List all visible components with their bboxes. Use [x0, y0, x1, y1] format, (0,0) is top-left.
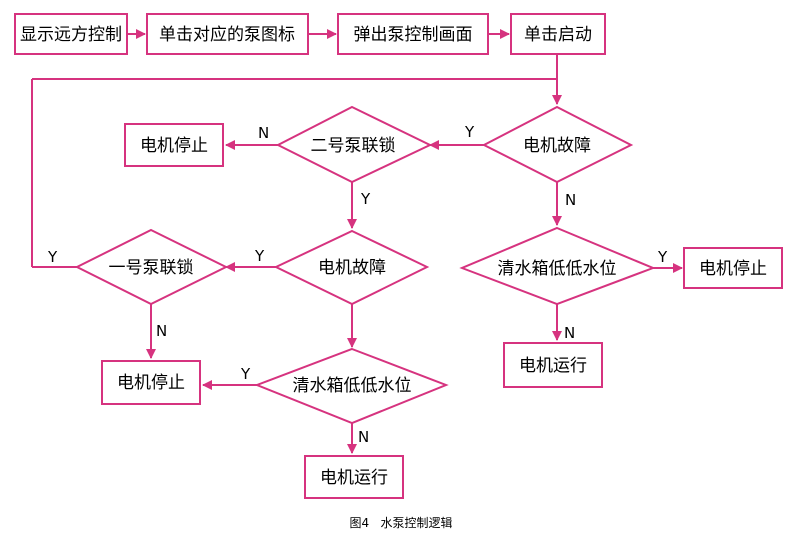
node-clean-tank-low-a-diamond	[459, 226, 656, 306]
node-clean-tank-low-a: 清水箱低低水位	[498, 259, 617, 279]
node-pump2-interlock-diamond	[275, 105, 433, 184]
node-popup-screen-box	[337, 13, 489, 55]
node-motor-fault-b: 电机故障	[318, 258, 386, 278]
node-popup-screen: 弹出泵控制画面	[354, 25, 473, 45]
node-pump2-interlock: 二号泵联锁	[311, 136, 396, 156]
node-motor-run-b: 电机运行	[320, 468, 388, 488]
node-click-start-box	[510, 13, 606, 55]
node-remote-control: 显示远方控制	[20, 25, 122, 45]
node-pump1-interlock: 一号泵联锁	[109, 258, 194, 278]
node-motor-run-a-box	[503, 342, 603, 388]
node-click-pump-icon: 单击对应的泵图标	[159, 25, 295, 45]
label-tank-b-yes: Y	[240, 365, 251, 383]
node-motor-fault-b-diamond	[273, 229, 430, 306]
node-remote-control-box	[14, 13, 128, 55]
node-motor-stop-a-box	[124, 123, 224, 167]
node-motor-stop-a: 电机停止	[140, 136, 208, 156]
node-motor-run-a: 电机运行	[519, 356, 587, 376]
node-motor-run-b-box	[304, 455, 404, 499]
label-fault-a-no: N	[565, 191, 576, 209]
node-motor-stop-c-box	[101, 360, 201, 405]
node-motor-fault-a-diamond	[481, 105, 634, 184]
node-clean-tank-low-b-diamond	[254, 347, 449, 425]
label-pump1-yes: Y	[47, 248, 58, 266]
label-tank-a-yes: Y	[657, 248, 668, 266]
label-pump2-yes: Y	[360, 190, 371, 208]
node-motor-stop-c: 电机停止	[117, 373, 185, 393]
node-motor-stop-b-box	[683, 247, 783, 289]
node-motor-fault-a: 电机故障	[523, 136, 591, 156]
node-click-start: 单击启动	[524, 25, 592, 45]
node-clean-tank-low-b: 清水箱低低水位	[293, 376, 412, 396]
figure-caption: 图4 水泵控制逻辑	[349, 516, 452, 530]
label-fault-b-yes: Y	[254, 247, 265, 265]
node-click-pump-icon-box	[146, 13, 309, 55]
node-pump1-interlock-diamond	[74, 228, 229, 306]
label-tank-b-no: N	[358, 428, 369, 446]
label-pump2-no: N	[258, 124, 269, 142]
connectors	[31, 29, 683, 454]
label-pump1-no: N	[156, 322, 167, 340]
label-fault-a-yes: Y	[464, 123, 475, 141]
label-tank-a-no: N	[564, 324, 575, 342]
node-motor-stop-b: 电机停止	[699, 259, 767, 279]
